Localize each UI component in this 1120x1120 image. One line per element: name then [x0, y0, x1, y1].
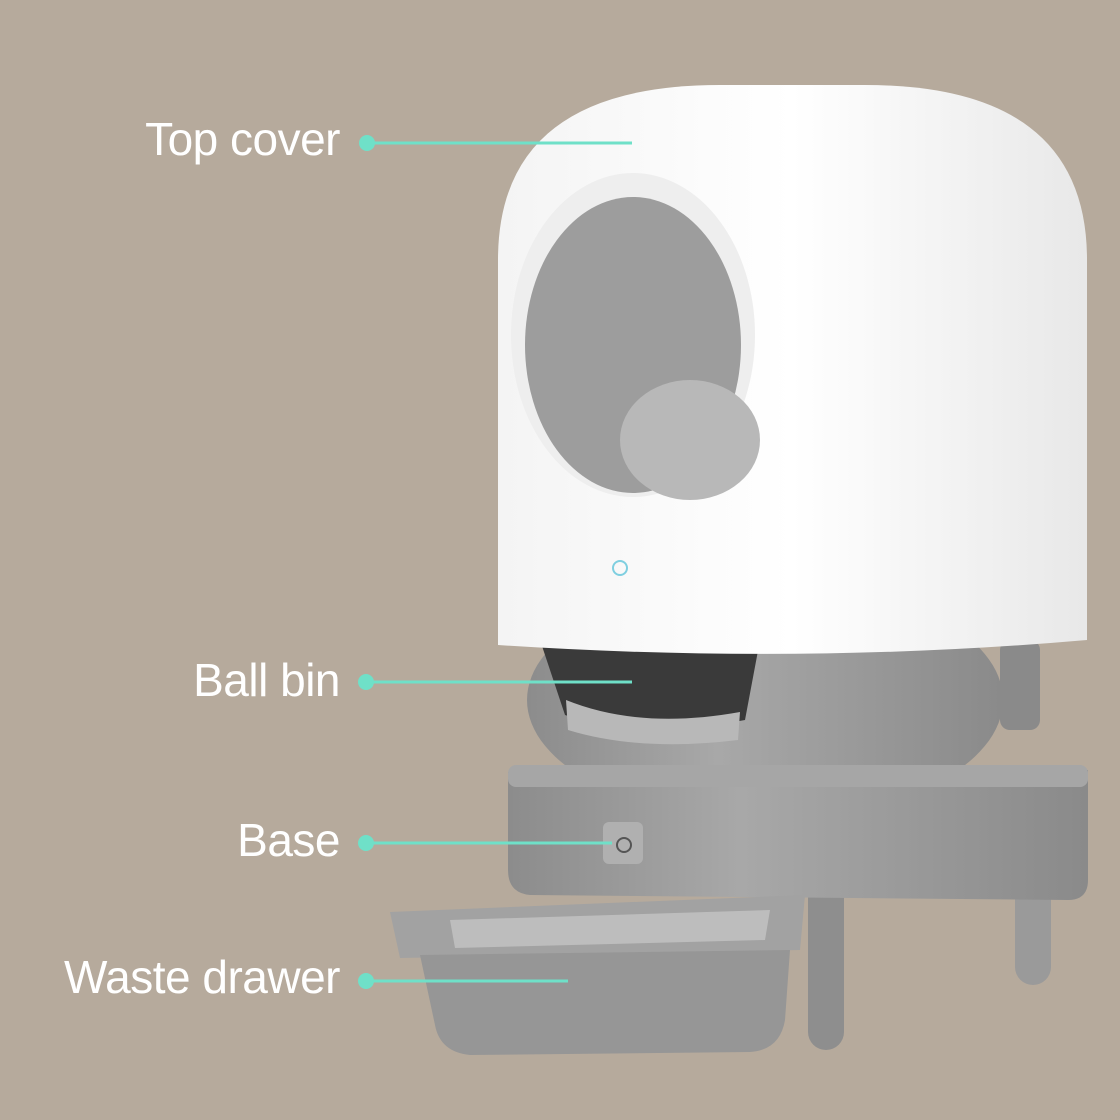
- base-tray: [508, 765, 1088, 900]
- label-waste-drawer: Waste drawer: [63, 951, 341, 1003]
- top-cover-shape: [498, 85, 1087, 654]
- label-top-cover: Top cover: [145, 113, 340, 165]
- label-base: Base: [237, 814, 340, 866]
- indicator-light-icon: [612, 560, 628, 576]
- waste-drawer-shape: [390, 895, 805, 1055]
- label-ball-bin: Ball bin: [193, 654, 340, 706]
- power-icon: [616, 837, 632, 853]
- callout-lines: [366, 141, 632, 983]
- callout-dots: [358, 135, 375, 989]
